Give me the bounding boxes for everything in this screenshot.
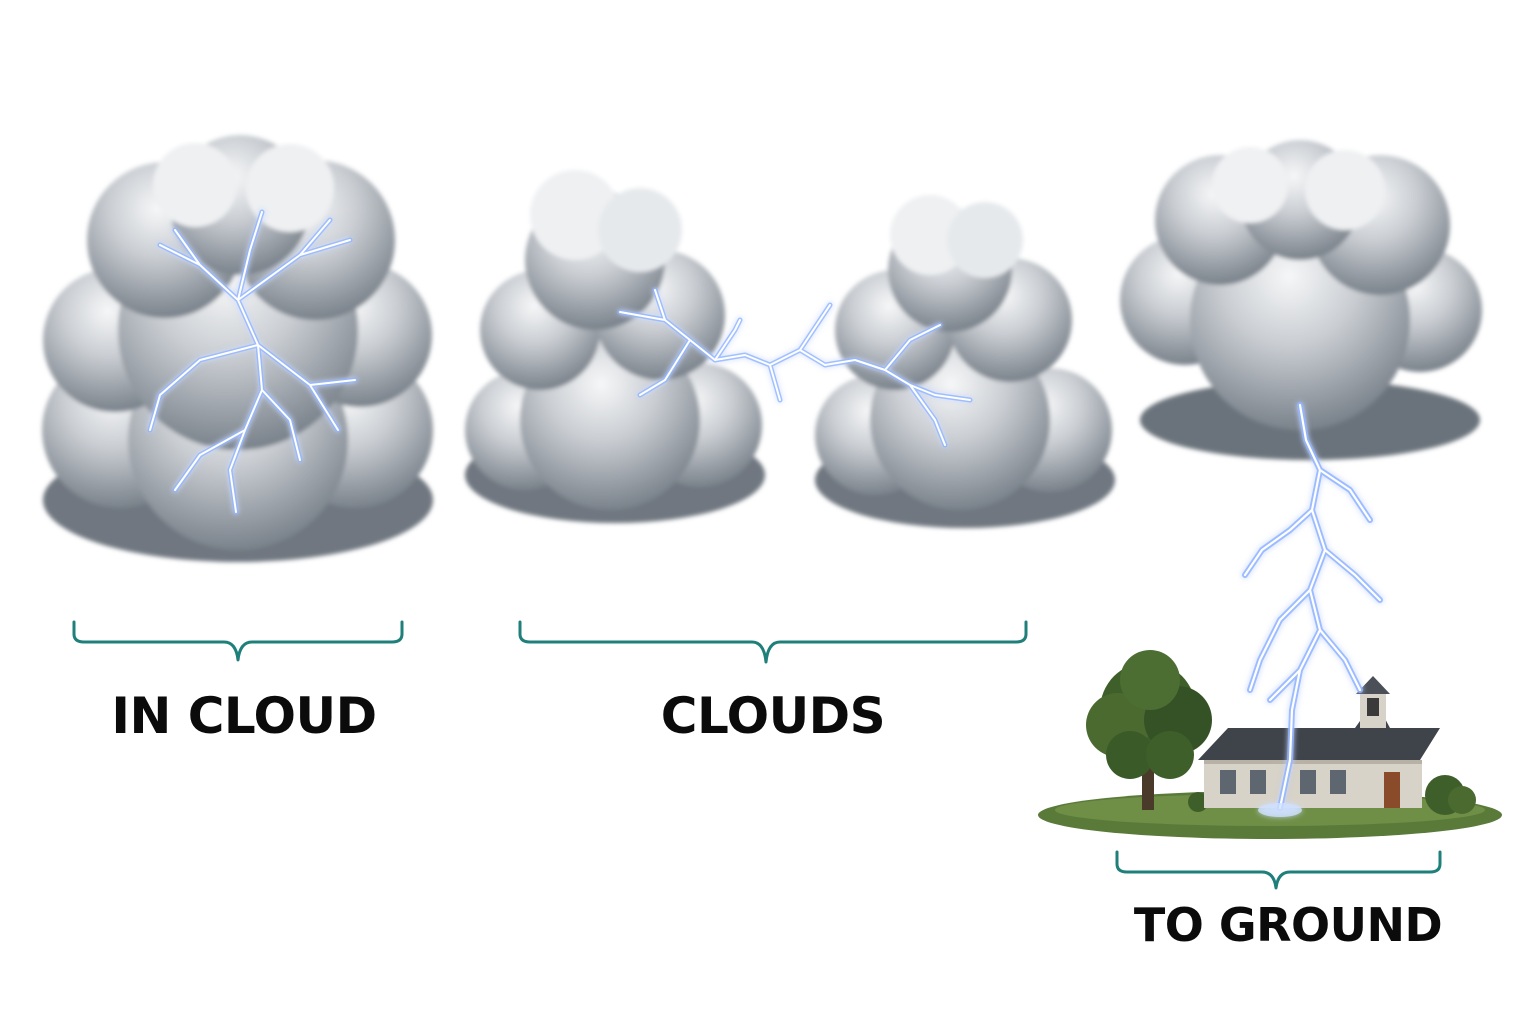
cloud-to-cloud-lightning-icon xyxy=(617,287,973,448)
brackets xyxy=(72,620,1442,890)
intracloud-lightning-icon xyxy=(147,209,358,515)
in-cloud-group xyxy=(42,135,433,562)
door xyxy=(1384,772,1400,808)
bracket-in-cloud xyxy=(72,620,404,662)
schoolhouse-icon xyxy=(1198,676,1440,808)
cloud-to-cloud-group xyxy=(465,170,1115,528)
ground-lightning-icon xyxy=(1242,402,1383,817)
bracket-clouds xyxy=(518,620,1028,664)
label-in-cloud: IN CLOUD xyxy=(111,687,377,745)
label-cloud-to-cloud: CLOUDS xyxy=(660,687,886,745)
tree-icon xyxy=(1086,650,1212,810)
storm-cloud-icon xyxy=(1120,140,1482,460)
label-cloud-to-ground: TO GROUND xyxy=(1133,898,1443,952)
left-cloud-icon xyxy=(465,170,765,523)
bracket-to-ground xyxy=(1115,850,1442,890)
cloud-to-ground-group xyxy=(1038,140,1502,839)
right-cloud-icon xyxy=(815,195,1115,528)
